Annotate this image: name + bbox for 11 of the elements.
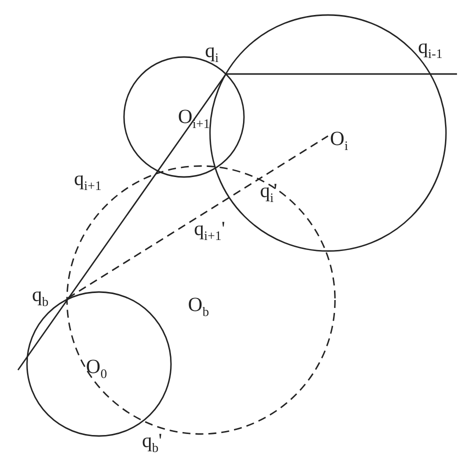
point-label: q$_{i-1}$ [418,36,442,63]
point-label: q$_{b}$' [142,430,162,457]
point-label: O$_{0}$ [86,356,107,383]
point-label: q$_{b}$ [32,284,48,311]
point-label: q$_{i}$ [205,40,219,67]
point-label: O$_{b}$ [188,294,209,321]
point-label: O$_{i+1}$ [178,106,210,133]
point-label: q$_{i+1}$' [194,218,226,245]
point-label: O$_{i}$ [330,128,348,155]
point-label: q$_{i+1}$ [74,168,102,195]
point-label: q$_{i}$' [260,180,278,207]
